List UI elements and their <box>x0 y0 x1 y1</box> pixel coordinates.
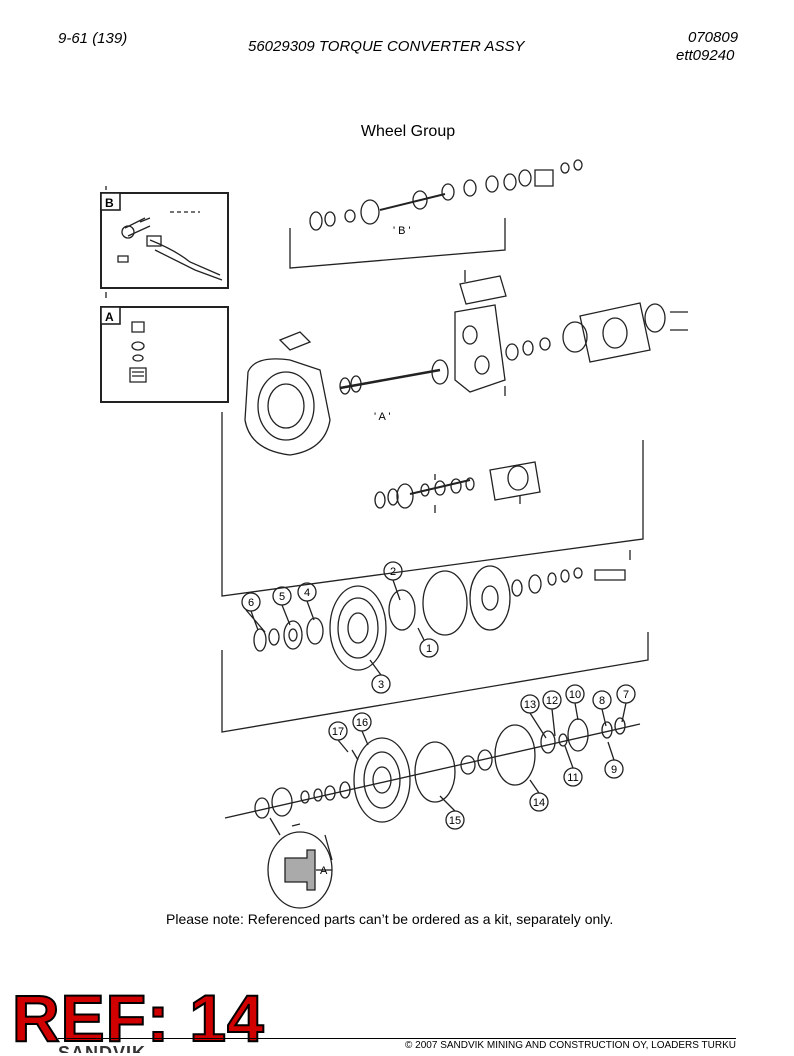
callout-num-4: 4 <box>304 587 310 599</box>
document-title: 56029309 TORQUE CONVERTER ASSY <box>248 38 525 55</box>
callout-num-15: 15 <box>449 815 461 827</box>
ordering-note: Please note: Referenced parts can’t be o… <box>166 911 614 927</box>
ref-stamp: REF: 14 <box>11 980 265 1056</box>
band-converter-frame <box>221 632 649 733</box>
callout-num-2: 2 <box>390 566 396 578</box>
rear-axis-line <box>224 723 641 819</box>
detail-b-frame <box>100 192 229 289</box>
ref-a-marker: ' A ' <box>374 411 390 423</box>
callout-num-5: 5 <box>279 591 285 603</box>
detail-b-label: B <box>105 196 114 210</box>
drop-box-housing <box>244 270 688 513</box>
footer-divider <box>58 1038 736 1039</box>
callout-numbers: 1 2 3 4 5 6 7 8 9 10 11 12 13 14 15 16 1… <box>248 566 629 827</box>
detail-b-hose-fitting <box>117 211 223 281</box>
callout-num-17: 17 <box>332 726 344 738</box>
callout-num-11: 11 <box>567 772 578 784</box>
detail-a-label: A <box>105 310 114 324</box>
converter-rear-parts <box>254 717 626 909</box>
callout-num-16: 16 <box>356 717 368 729</box>
callout-num-6: 6 <box>248 597 254 609</box>
ref-b-marker: ' B ' <box>393 225 411 237</box>
callout-num-13: 13 <box>524 699 536 711</box>
callout-num-10: 10 <box>569 689 581 701</box>
band-housing-frame <box>221 412 644 597</box>
callout-num-1: 1 <box>426 643 432 655</box>
diagram-title: Wheel Group <box>360 123 456 140</box>
document-id: ett09240 <box>676 47 735 64</box>
brand-logo-fragment: SANDVIK <box>58 1043 147 1053</box>
callout-num-12: 12 <box>546 695 558 707</box>
detail-a-frame <box>100 306 229 403</box>
callout-num-7: 7 <box>623 689 629 701</box>
converter-front-parts <box>253 550 631 671</box>
ref-a-detail-marker: A <box>320 865 328 877</box>
callout-num-9: 9 <box>611 764 617 776</box>
part-callouts <box>241 561 636 830</box>
callout-num-14: 14 <box>533 797 545 809</box>
shaft-b-parts <box>309 159 583 231</box>
document-date: 070809 <box>688 29 739 46</box>
page-number: 9-61 (139) <box>58 30 128 47</box>
detail-a-plug <box>129 321 147 383</box>
callout-num-8: 8 <box>599 695 605 707</box>
callout-num-3: 3 <box>378 679 384 691</box>
footer-copyright: © 2007 SANDVIK MINING AND CONSTRUCTION O… <box>405 1040 736 1051</box>
callout-1 <box>419 638 439 658</box>
band-b-frame <box>289 218 506 269</box>
